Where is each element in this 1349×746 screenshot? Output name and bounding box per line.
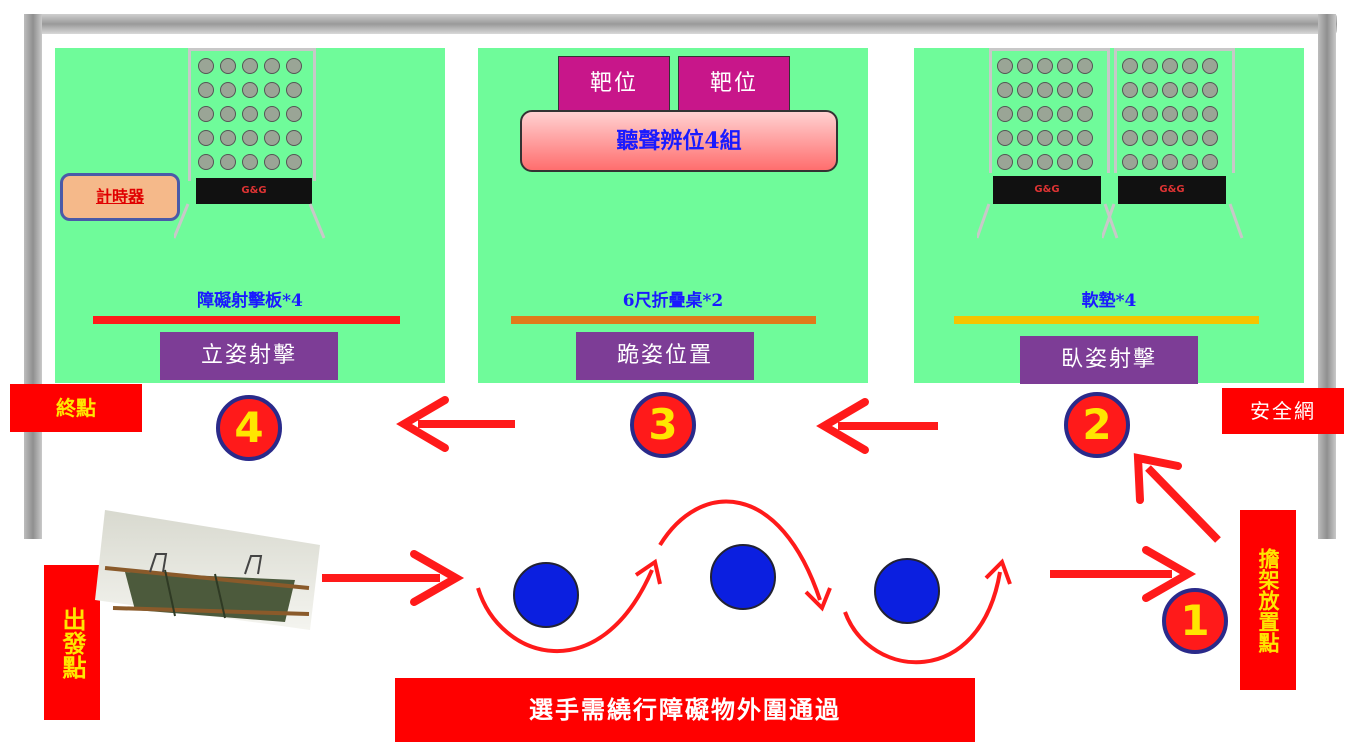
station-number-3: 3	[630, 392, 696, 458]
stretcher-point-label: 擔架放置點	[1240, 510, 1296, 690]
end-point-label: 終點	[10, 384, 142, 432]
safety-net-label: 安全網	[1222, 388, 1344, 434]
plate-brand: G&G	[993, 176, 1101, 204]
zone-kneeling: 靶位 靶位 聽聲辨位4組 6尺折疊桌*2 跪姿位置	[478, 48, 868, 383]
target-position-2: 靶位	[678, 56, 790, 112]
zone-prone: G&G G&G 軟墊*4 臥姿射擊	[914, 48, 1304, 384]
stretcher-icon	[95, 510, 320, 630]
target-stand-icon: G&G	[977, 48, 1119, 243]
station-number-1: 1	[1162, 588, 1228, 654]
position-label-kneeling: 跪姿位置	[576, 332, 754, 380]
zone-standing: G&G 計時器 障礙射擊板*4 立姿射擊	[55, 48, 445, 383]
bottom-instruction-banner: 選手需繞行障礙物外圍通過	[395, 678, 975, 742]
obstacle-1	[513, 562, 579, 628]
shooting-line-middle	[511, 316, 816, 324]
position-label-prone: 臥姿射擊	[1020, 336, 1198, 384]
target-position-1: 靶位	[558, 56, 670, 112]
target-stand-icon: G&G	[1102, 48, 1244, 243]
station-number-4: 4	[216, 395, 282, 461]
position-label-standing: 立姿射擊	[160, 332, 338, 380]
sound-recognition-group: 聽聲辨位4組	[520, 110, 838, 172]
equipment-label-middle: 6尺折疊桌*2	[622, 291, 724, 311]
shooting-line-right	[954, 316, 1259, 324]
obstacle-3	[874, 558, 940, 624]
arrow-icon	[396, 396, 515, 452]
start-point-label: 出發點	[44, 565, 100, 720]
equipment-label-left: 障礙射擊板*4	[197, 291, 303, 311]
plate-brand: G&G	[196, 178, 312, 204]
shooting-line-left	[93, 316, 400, 324]
target-stand-icon: G&G	[174, 48, 326, 243]
arrow-icon	[816, 398, 938, 454]
plate-brand: G&G	[1118, 176, 1226, 204]
station-number-2: 2	[1064, 392, 1130, 458]
arrow-icon	[322, 550, 465, 606]
obstacle-2	[710, 544, 776, 610]
arrow-icon	[1050, 546, 1197, 602]
arrow-icon	[1133, 453, 1221, 543]
timer-label: 計時器	[60, 173, 180, 221]
safety-net-frame-top	[32, 14, 1337, 34]
equipment-label-right: 軟墊*4	[1081, 291, 1137, 311]
